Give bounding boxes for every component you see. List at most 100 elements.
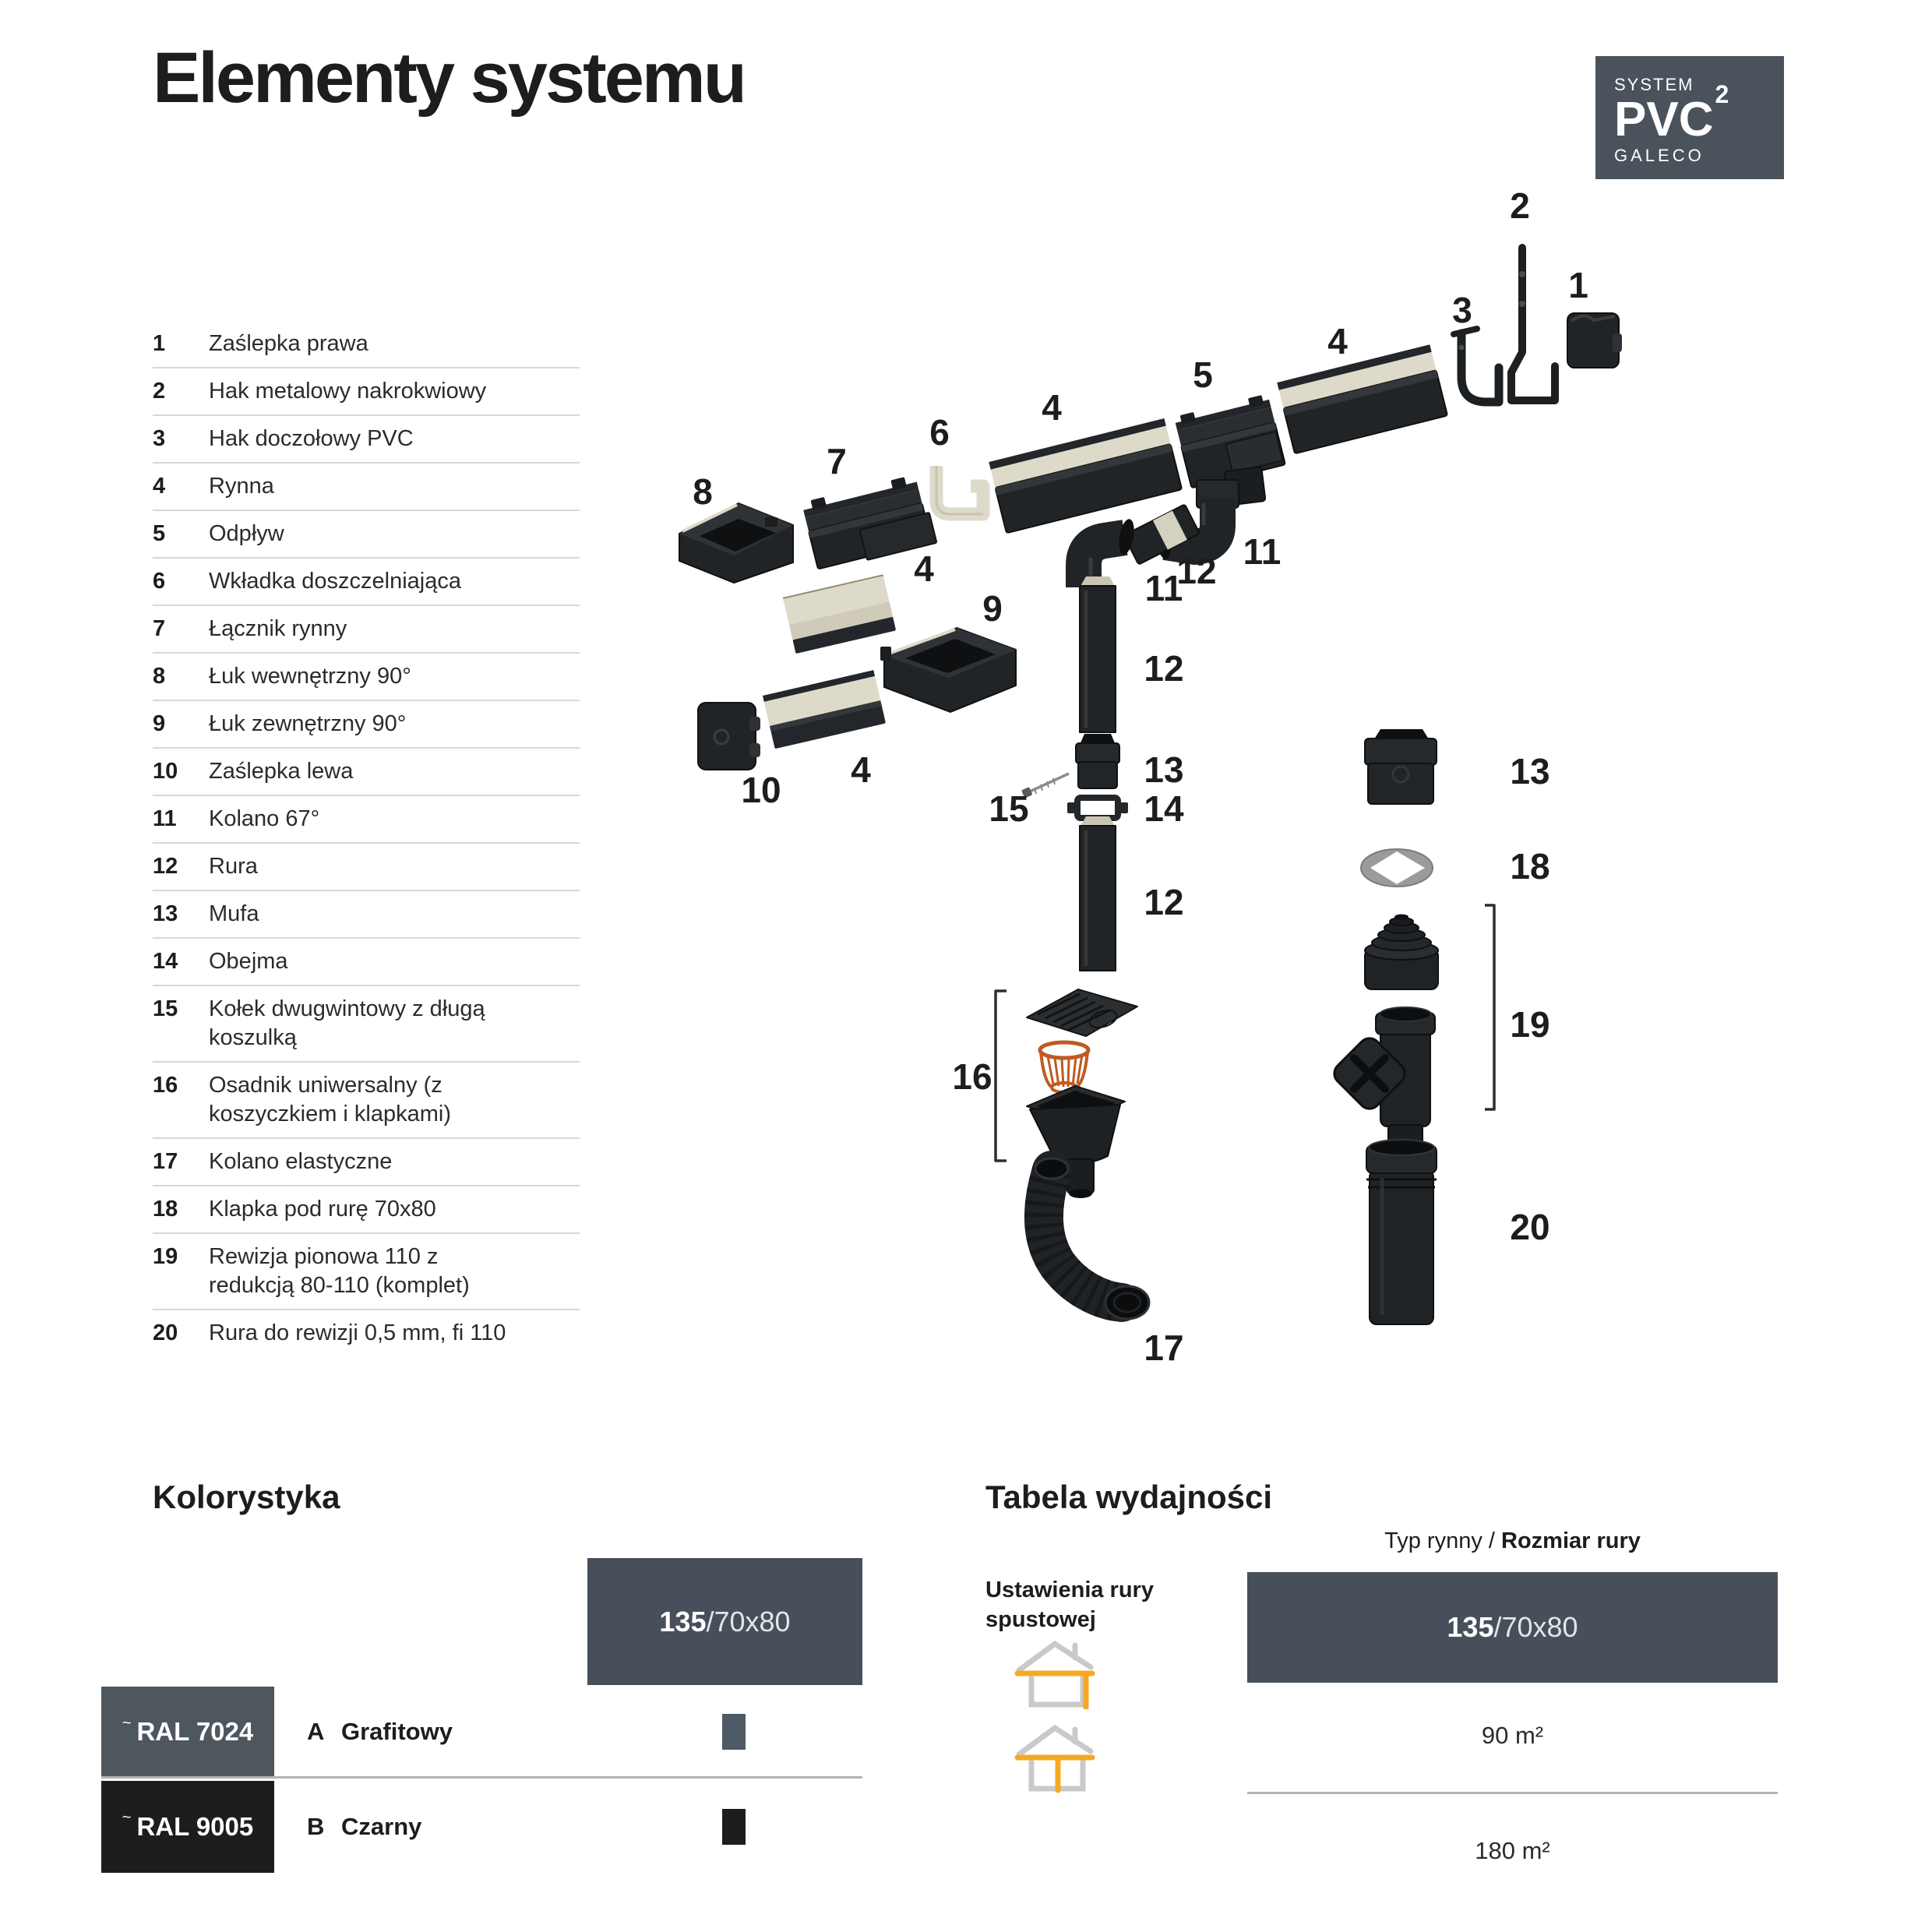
diagram-label-16: 16 [952, 1056, 992, 1097]
part-name: Kolano 67° [209, 806, 320, 831]
diagram-label-7: 7 [827, 441, 847, 481]
kolorystyka-size-header: 135/70x80 [587, 1558, 862, 1685]
part-flexible-elbow [1024, 1151, 1151, 1322]
part-number: 6 [153, 569, 166, 594]
size-bold: 135 [659, 1605, 707, 1638]
part-number: 9 [153, 711, 166, 736]
part-name: Hak metalowy nakrokwiowy [209, 379, 487, 404]
color-row-grafitowy: ~ RAL 7024 A Grafitowy [101, 1687, 862, 1779]
part-name: Rura [209, 854, 258, 879]
part-number: 17 [153, 1149, 178, 1174]
tabela-size-header: 135/70x80 [1247, 1572, 1778, 1683]
diagram-label-19: 19 [1510, 1004, 1549, 1045]
part-gutter [782, 574, 896, 654]
ral-box-b: ~ RAL 9005 [101, 1781, 274, 1873]
part-revision-set [1333, 904, 1496, 1146]
diagram-label-13: 13 [1510, 751, 1549, 791]
part-name: Łuk zewnętrzny 90° [209, 711, 407, 736]
part-number: 19 [153, 1244, 178, 1269]
part-number: 1 [153, 331, 166, 356]
tabela-title: Tabela wydajności [985, 1479, 1273, 1515]
caption-bold: Rozmiar rury [1501, 1528, 1641, 1553]
part-number: 5 [153, 521, 166, 546]
ral-tilde: ~ [122, 1809, 132, 1826]
part-number: 8 [153, 664, 166, 689]
diagram-label-1: 1 [1568, 265, 1588, 305]
diagram-label-3: 3 [1452, 290, 1472, 330]
diagram-label-4: 4 [1327, 321, 1348, 361]
parts-list-row: 3 Hak doczołowy PVC [153, 416, 580, 464]
exploded-system-diagram: 2134546784941011121112131514121617131819… [679, 185, 1622, 1368]
ral-tilde: ~ [122, 1715, 132, 1732]
part-name: Obejma [209, 949, 288, 974]
logo-system-label: SYSTEM [1614, 75, 1694, 94]
size-rest: /70x80 [1493, 1611, 1578, 1643]
part-number: 15 [153, 996, 178, 1021]
parts-list-row: 14 Obejma [153, 939, 580, 986]
diagram-label-14: 14 [1144, 788, 1184, 829]
part-gutter-connector [803, 477, 938, 569]
part-name: Odpływ [209, 521, 284, 546]
color-swatch-czarny [722, 1809, 746, 1845]
diagram-label-17: 17 [1144, 1327, 1183, 1368]
parts-list-row: 4 Rynna [153, 464, 580, 511]
color-name: Grafitowy [341, 1717, 453, 1745]
parts-list-row: 7 Łącznik rynny [153, 606, 580, 654]
part-pipe [1079, 816, 1116, 971]
part-clamp [1067, 795, 1128, 821]
page-title: Elementy systemu [153, 38, 747, 118]
diagram-label-4: 4 [851, 749, 871, 790]
house-downpipe-end-icon [1014, 1640, 1095, 1709]
part-name: Rynna [209, 474, 274, 499]
diagram-label-6: 6 [929, 412, 950, 453]
tabela-divider [1247, 1792, 1778, 1794]
part-number: 4 [153, 474, 166, 499]
color-letter: B [307, 1813, 325, 1840]
diagram-label-4: 4 [914, 548, 934, 589]
part-name: Hak doczołowy PVC [209, 426, 414, 451]
part-number: 7 [153, 616, 166, 641]
part-number: 16 [153, 1073, 178, 1098]
part-number: 11 [153, 806, 177, 831]
part-coupler [1364, 729, 1437, 805]
capacity-value-2: 180 m² [1475, 1837, 1550, 1864]
part-inner-corner-90 [679, 502, 794, 583]
part-name: Klapka pod rurę 70x80 [209, 1197, 436, 1222]
parts-list-row: 9 Łuk zewnętrzny 90° [153, 701, 580, 749]
part-screw [1021, 772, 1070, 798]
part-coupler [1075, 734, 1120, 789]
size-bold: 135 [1447, 1611, 1494, 1643]
diagram-label-11: 11 [1145, 568, 1183, 608]
part-pipe-flap [1360, 848, 1433, 887]
logo-brand-text: PVC [1614, 93, 1714, 146]
part-name: Łącznik rynny [209, 616, 347, 641]
diagram-label-9: 9 [982, 588, 1003, 629]
parts-list-row: 2 Hak metalowy nakrokwiowy [153, 368, 580, 416]
kolorystyka-title: Kolorystyka [153, 1479, 340, 1515]
part-number: 14 [153, 949, 178, 974]
part-revision-pipe [1366, 1139, 1437, 1325]
part-outlet [1175, 395, 1286, 506]
brand-logo: SYSTEM PVC2 GALECO [1595, 56, 1784, 179]
part-number: 2 [153, 379, 166, 404]
part-pipe [1079, 576, 1116, 733]
part-number: 12 [153, 854, 178, 879]
part-number: 3 [153, 426, 166, 451]
diagram-label-11: 11 [1243, 531, 1282, 572]
diagram-label-13: 13 [1144, 749, 1183, 790]
ral-box-a: ~ RAL 7024 [101, 1687, 274, 1776]
part-metal-hook [1507, 244, 1559, 404]
house-downpipe-center-icon [1014, 1724, 1095, 1793]
part-number: 20 [153, 1320, 178, 1345]
parts-list-row: 11 Kolano 67° [153, 796, 580, 844]
part-gutter [763, 670, 886, 749]
parts-list-row: 12 Rura [153, 844, 580, 891]
